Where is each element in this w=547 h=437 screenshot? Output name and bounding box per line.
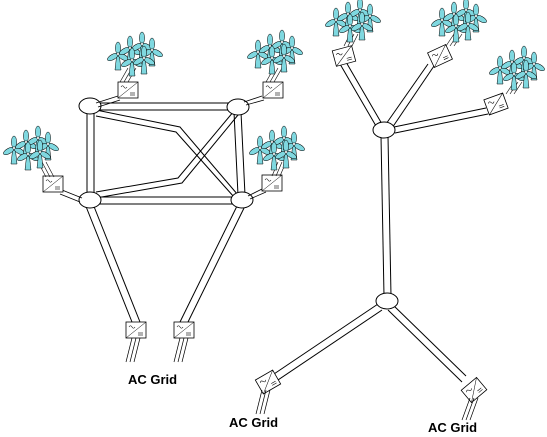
meshed-network	[2, 30, 305, 363]
converter-grid-radial-left-icon	[254, 369, 282, 395]
converter-grid-mesh-left-icon	[125, 321, 147, 339]
converter-mesh-3-icon	[42, 175, 64, 193]
converter-mesh-4-icon	[261, 174, 283, 192]
node-radial-hub-bottom	[375, 292, 399, 310]
ac-grid-label-radial-right: AC Grid	[428, 420, 477, 435]
node-top-left	[78, 97, 102, 115]
radial-cables	[267, 61, 489, 385]
wind-farm-mesh-2-icon	[246, 30, 303, 74]
converter-mesh-1-icon	[117, 81, 139, 99]
converter-radial-1-icon	[331, 45, 357, 67]
wind-farm-mesh-3-icon	[2, 126, 59, 170]
node-bottom-left	[78, 191, 102, 209]
radial-network	[254, 0, 545, 421]
converter-grid-mesh-right-icon	[173, 321, 195, 339]
node-radial-hub-top	[372, 121, 396, 139]
ac-grid-label-meshed: AC Grid	[128, 372, 177, 387]
converter-mesh-2-icon	[262, 81, 284, 99]
mesh-cables	[84, 102, 247, 323]
wind-farm-radial-2-icon	[430, 0, 487, 42]
node-bottom-right	[230, 191, 254, 209]
ac-grid-label-radial-left: AC Grid	[229, 415, 278, 430]
wind-farm-mesh-4-icon	[248, 126, 305, 170]
converter-radial-2-icon	[427, 44, 453, 68]
converter-radial-3-icon	[483, 92, 509, 116]
node-top-right	[226, 98, 250, 116]
